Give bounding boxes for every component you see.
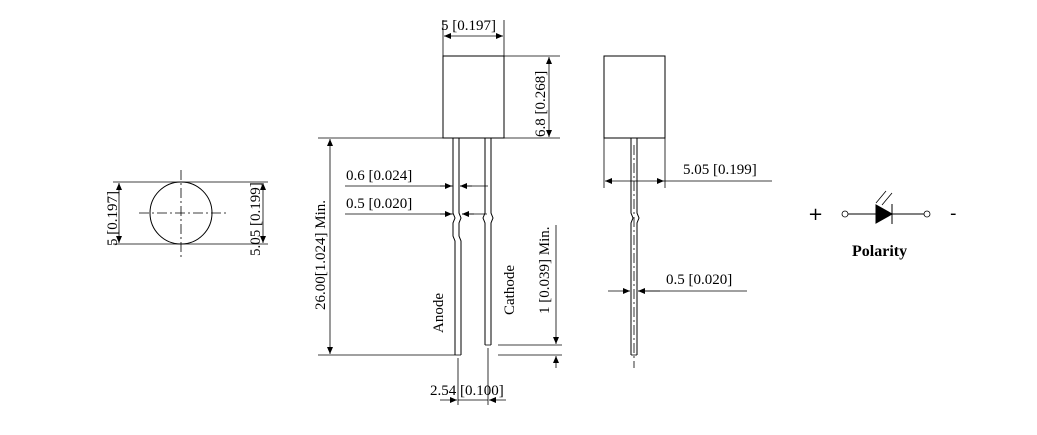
plus-sign: + [808,204,823,225]
led-body [442,55,505,139]
lead-width-upper-label: 0.6 [0.024] [346,168,412,184]
polarity-symbol: + - Polarity [808,190,957,260]
front-view: 5 [0.197] 6.8 [0.268] 26.00[1.024] Min. … [313,18,562,405]
led-body-side [603,55,666,139]
cathode-lead [482,138,494,346]
circle-dia-right-label: 5.05 [0.199] [248,182,264,256]
anode-label: Anode [431,293,447,333]
top-width-label: 5 [0.197] [441,18,496,34]
top-view: 5 [0.197] 5.05 [0.199] [105,170,268,258]
lead-width-lower-label: 0.5 [0.020] [346,196,412,212]
terminal-anode [841,210,849,218]
circle-dia-left-label: 5 [0.197] [105,191,121,246]
polarity-title: Polarity [852,243,907,260]
terminal-cathode [923,210,931,218]
side-lead-label: 0.5 [0.020] [666,272,732,288]
side-lead-edge [636,138,640,355]
side-lead [630,138,634,355]
minus-sign: - [950,203,957,224]
lead-length-label: 26.00[1.024] Min. [313,200,329,310]
lead-spacing-label: 2.54 [0.100] [430,383,504,399]
light-arrow-icon [875,190,887,204]
diode-triangle-icon [875,204,894,224]
stand-off-label: 1 [0.039] Min. [537,227,553,315]
anode-lead [452,138,462,356]
side-view: 5.05 [0.199] 0.5 [0.020] [603,55,772,368]
side-width-label: 5.05 [0.199] [683,162,757,178]
cathode-label: Cathode [502,265,518,315]
light-arrow-icon [881,192,893,206]
body-height-label: 6.8 [0.268] [533,71,549,137]
